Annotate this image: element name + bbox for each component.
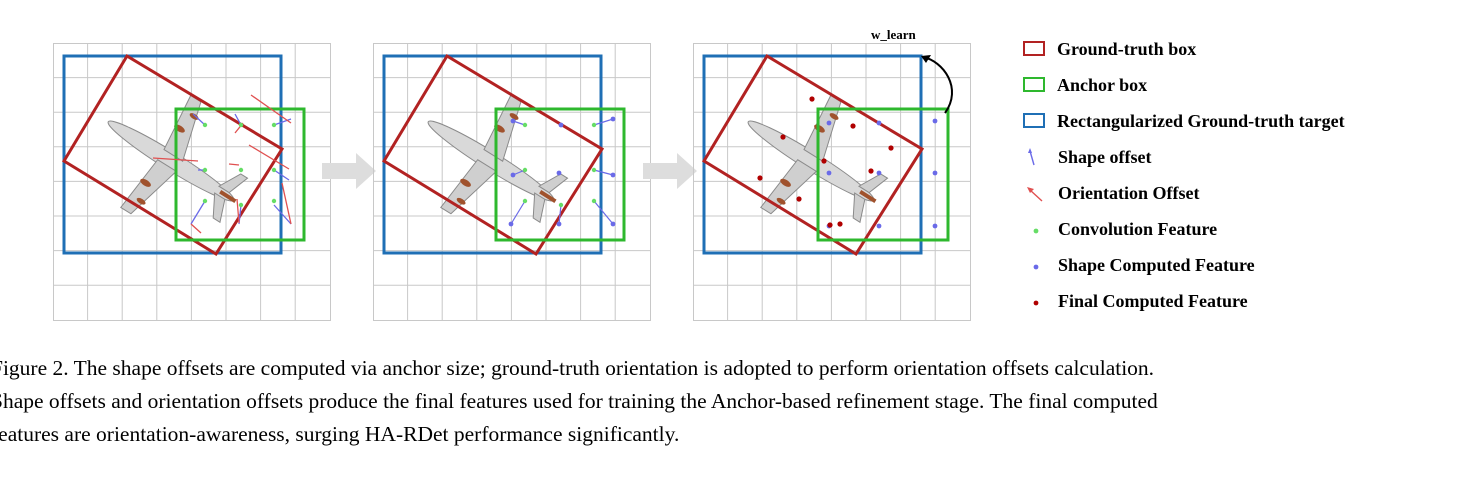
caption-line: Figure 2. The shape offsets are computed…	[0, 356, 1155, 380]
airplane-image	[107, 94, 249, 224]
blue-dot-icon	[1033, 264, 1039, 270]
figure-caption: Figure 2. The shape offsets are computed…	[0, 352, 1475, 451]
ground-truth-box	[61, 53, 285, 257]
blue-rectangle-icon	[1023, 113, 1045, 128]
step-arrow-2	[643, 153, 697, 189]
panel-final-features	[693, 43, 971, 321]
airplane-image	[427, 94, 569, 224]
final-computed-features	[757, 96, 894, 228]
red-dot-icon	[1033, 300, 1039, 306]
legend-label: Shape Computed Feature	[1058, 255, 1255, 275]
w-learn-arrowhead	[921, 55, 931, 63]
legend-item-orientation-offset: Orientation Offset	[1022, 180, 1462, 216]
legend-label: Ground-truth box	[1057, 39, 1197, 59]
convolution-features	[202, 122, 277, 208]
legend-label: Final Computed Feature	[1058, 291, 1248, 311]
red-arrow-icon	[1027, 187, 1043, 202]
orientation-offset-arrows	[152, 94, 292, 234]
legend-item-rect-gt: Rectangularized Ground-truth target	[1022, 108, 1462, 144]
convolution-features	[522, 122, 597, 208]
red-rectangle-icon	[1023, 41, 1045, 56]
caption-line: Shape offsets and orientation offsets pr…	[0, 389, 1158, 413]
legend: Ground-truth box Anchor box Rectangulari…	[1022, 36, 1462, 324]
w-learn-label: w_learn	[871, 27, 916, 42]
w-learn-arrow	[922, 56, 953, 114]
legend-item-convolution-feature: Convolution Feature	[1022, 216, 1462, 252]
rectangularized-gt-box	[62, 54, 283, 255]
caption-line: features are orientation-awareness, surg…	[0, 422, 680, 446]
rectangularized-gt-box	[382, 54, 603, 255]
legend-label: Orientation Offset	[1058, 183, 1200, 203]
anchor-box	[816, 107, 950, 242]
ground-truth-box	[381, 53, 605, 257]
panel-offsets	[53, 43, 331, 321]
green-dot-icon	[1033, 228, 1039, 234]
legend-label: Rectangularized Ground-truth target	[1057, 111, 1345, 131]
step-arrow-1	[322, 153, 376, 189]
legend-item-shape-computed-feature: Shape Computed Feature	[1022, 252, 1462, 288]
legend-item-ground-truth: Ground-truth box	[1022, 36, 1462, 72]
legend-label: Anchor box	[1057, 75, 1148, 95]
legend-label: Convolution Feature	[1058, 219, 1218, 239]
figure: w_learn Ground-truth box Anchor box Rect…	[53, 27, 1462, 324]
green-rectangle-icon	[1023, 77, 1045, 92]
rectangularized-gt-box	[702, 54, 923, 255]
blue-arrow-icon	[1028, 148, 1035, 166]
shape-computed-features	[508, 116, 616, 227]
anchor-box	[174, 107, 306, 242]
legend-item-anchor: Anchor box	[1022, 72, 1462, 108]
panel-shape-features	[373, 43, 651, 321]
legend-item-final-computed-feature: Final Computed Feature	[1022, 288, 1462, 324]
ground-truth-box	[701, 53, 925, 257]
legend-item-shape-offset: Shape offset	[1022, 144, 1462, 180]
legend-label: Shape offset	[1058, 147, 1152, 167]
anchor-box	[494, 107, 626, 242]
